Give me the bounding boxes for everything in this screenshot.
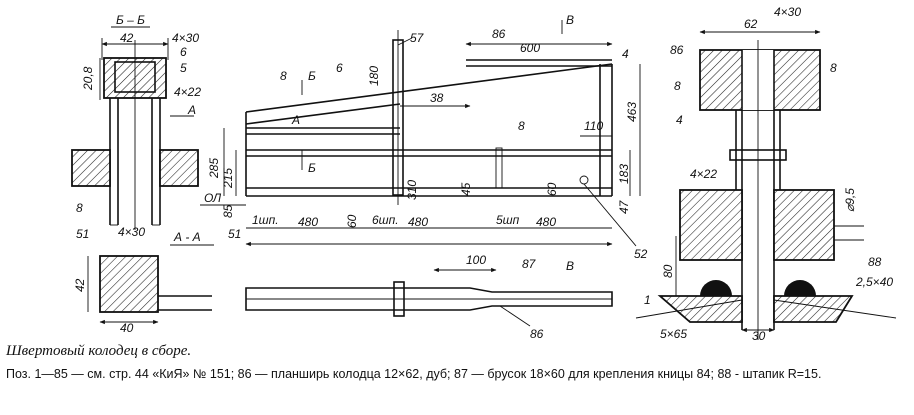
callout-86-bottom: 86: [530, 327, 544, 340]
dim-80: 80: [661, 264, 675, 278]
callout-5-bb: 5: [180, 61, 187, 75]
label-1shp: 1шп.: [252, 213, 279, 227]
dim-463: 463: [625, 102, 639, 122]
dim-42-bb: 42: [120, 31, 134, 45]
callout-51-aa: 51: [76, 227, 89, 241]
dim-100: 100: [466, 253, 486, 267]
callout-6-main: 6: [336, 61, 343, 75]
dim-215: 215: [221, 168, 235, 189]
dim-4x30-bb: 4×30: [172, 31, 199, 45]
keel-block-left: [679, 189, 743, 261]
section-b-mark-bottom: Б: [308, 161, 316, 175]
dim-42-aa: 42: [73, 278, 87, 292]
callout-88: 88: [868, 255, 882, 269]
section-aa-view: 51 4×30 А - А 42 40: [73, 225, 214, 335]
dim-4x22-bb: 4×22: [174, 85, 201, 99]
callout-8-main-left: 8: [280, 69, 287, 83]
dim-62: 62: [744, 17, 758, 31]
callout-4-v: 4: [676, 113, 683, 127]
dim-9-5: ⌀9,5: [843, 188, 857, 212]
dim-2-5x40: 2,5×40: [855, 275, 893, 289]
dim-480-a: 480: [298, 215, 318, 229]
callout-57: 57: [410, 31, 425, 45]
section-b-mark-top: Б: [308, 69, 316, 83]
dim-480-b: 480: [408, 215, 428, 229]
section-bb-title: Б – Б: [116, 13, 145, 27]
dim-285: 285: [207, 158, 221, 179]
section-aa-title: А - А: [173, 230, 201, 244]
shvert-well-drawing: Б – Б 42 4×30 6 5 4×22 20,8 А 8 51 4×30 …: [71, 5, 897, 340]
side-block-right: [159, 149, 199, 187]
section-bb-view: Б – Б 42 4×30 6 5 4×22 20,8 А 8: [71, 13, 201, 230]
dim-47: 47: [617, 199, 631, 214]
callout-8-main-right: 8: [518, 119, 525, 133]
callout-8-v-top: 8: [674, 79, 681, 93]
dim-180: 180: [367, 66, 381, 86]
dim-480-c: 480: [536, 215, 556, 229]
dim-310: 310: [405, 180, 419, 200]
keel-block-right: [773, 189, 835, 261]
section-a-mark-main: А: [291, 113, 300, 127]
dim-4x30-v: 4×30: [774, 5, 801, 19]
dim-4x22-v: 4×22: [690, 167, 717, 181]
callout-1: 1: [644, 293, 651, 307]
dim-38: 38: [430, 91, 444, 105]
callout-8-bb: 8: [76, 201, 83, 215]
label-6shp: 6шп.: [372, 213, 399, 227]
dim-45: 45: [459, 182, 473, 196]
side-block-left: [71, 149, 111, 187]
dim-600: 600: [520, 41, 540, 55]
dim-60-right: 60: [545, 182, 559, 196]
callout-6-bb: 6: [180, 45, 187, 59]
frame-block-aa: [99, 255, 159, 313]
side-elevation-view: Б Б А В 57 180 86 600 4 8 6 38 8 110 285…: [200, 13, 648, 273]
section-v-mark-top: В: [566, 13, 574, 27]
callout-86-top: 86: [492, 27, 506, 41]
callout-87: 87: [522, 257, 537, 271]
callout-4-main: 4: [622, 47, 629, 61]
dim-30: 30: [752, 329, 766, 340]
label-5shp: 5шп: [496, 213, 520, 227]
dim-20-8-bb: 20,8: [81, 66, 95, 91]
dim-85: 85: [221, 204, 235, 218]
section-v-view: 62 4×30 86 8 8 4 4×22 ⌀9,5 80 88 2,5×40 …: [635, 5, 897, 340]
dim-4x30-aa: 4×30: [118, 225, 145, 239]
callout-86-v: 86: [670, 43, 684, 57]
bottom-plank: [657, 295, 743, 323]
figure-caption: Швертовый колодец в сборе.: [6, 343, 192, 359]
figure-legend: Поз. 1—85 — см. стр. 44 «КиЯ» № 151; 86 …: [6, 367, 822, 381]
callout-51-main: 51: [228, 227, 241, 241]
dim-183: 183: [617, 164, 631, 184]
callout-52: 52: [634, 247, 648, 261]
dim-40-aa: 40: [120, 321, 134, 335]
coaming-86-plan: 100 86: [245, 253, 613, 340]
dim-5x65: 5×65: [660, 327, 687, 340]
dim-110: 110: [584, 119, 603, 133]
dim-60-mid: 60: [345, 214, 359, 228]
section-a-mark-top: А: [187, 103, 196, 117]
dim-8-v: 8: [830, 61, 837, 75]
section-v-mark-bottom: В: [566, 259, 574, 273]
label-ol: ОЛ: [204, 191, 222, 205]
